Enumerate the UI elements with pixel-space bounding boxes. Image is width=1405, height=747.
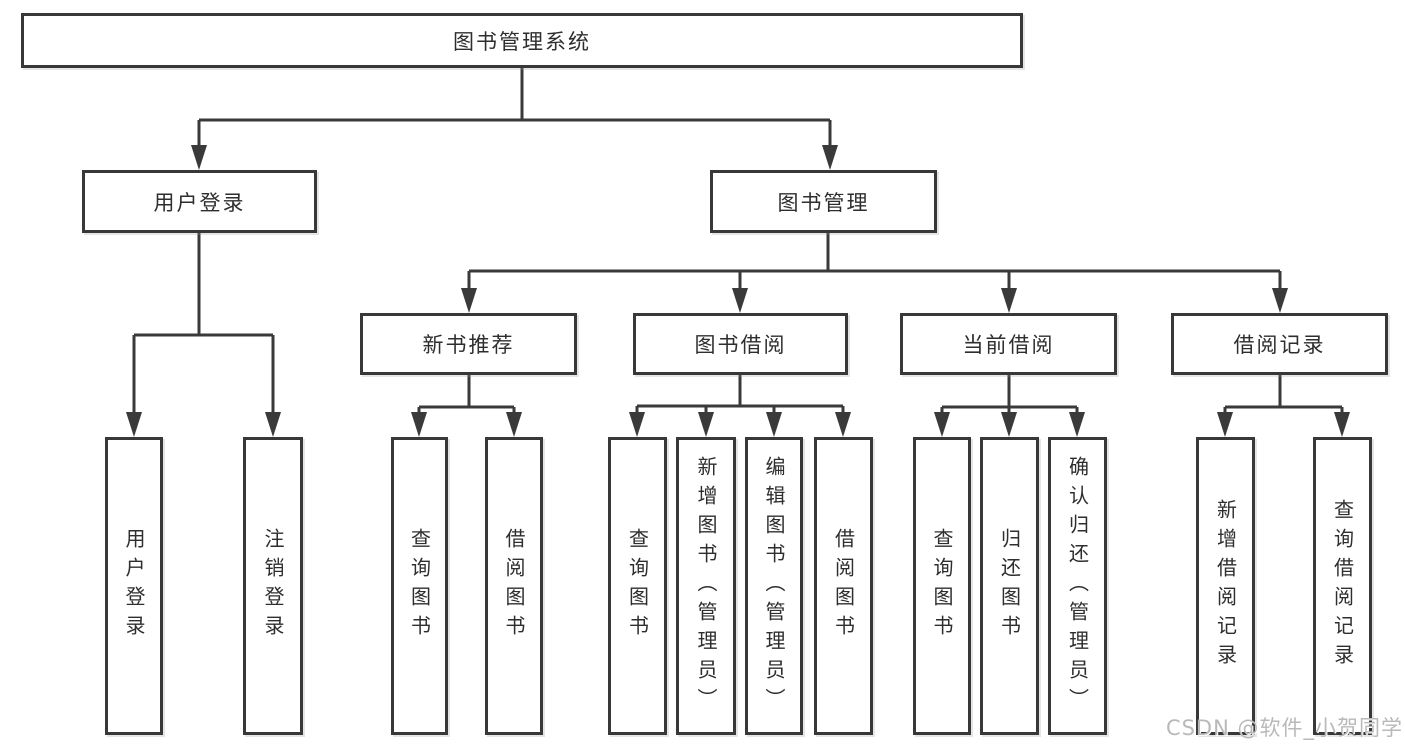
leaf-query-books-recommend: 查询图书	[391, 437, 448, 735]
leaf-add-books-admin: 新增图书（管理员）	[676, 437, 736, 735]
leaf-query-books-current: 查询图书	[913, 437, 971, 735]
node-new-book-recommendation: 新书推荐	[360, 313, 577, 375]
leaf-edit-books-admin: 编辑图书（管理员）	[745, 437, 803, 735]
connector-records-to-leaves	[1223, 375, 1344, 415]
node-borrowing-records: 借阅记录	[1171, 313, 1388, 375]
arrowhead-icon	[766, 412, 782, 437]
arrowhead-icon	[1334, 412, 1350, 437]
arrowhead-icon	[191, 145, 207, 170]
arrowhead-icon	[822, 145, 838, 170]
connector-root-to-level2	[197, 68, 832, 148]
leaf-logout: 注销登录	[243, 437, 303, 735]
leaf-borrow-books: 借阅图书	[814, 437, 873, 735]
arrowhead-icon	[1217, 412, 1233, 437]
arrowhead-icon	[1272, 288, 1288, 313]
csdn-watermark: CSDN @软件_小贺同学	[1165, 716, 1403, 740]
connector-userlogin-to-leaves	[132, 233, 275, 415]
arrowhead-icon	[461, 288, 477, 313]
arrowhead-icon	[126, 412, 142, 437]
arrowhead-icon	[629, 412, 645, 437]
arrowhead-icon	[1069, 412, 1085, 437]
node-root-system: 图书管理系统	[21, 13, 1023, 68]
arrowhead-icon	[506, 412, 522, 437]
node-user-login: 用户登录	[82, 170, 317, 233]
leaf-query-borrow-record: 查询借阅记录	[1313, 437, 1372, 735]
connector-bookmgmt-to-level3	[467, 233, 1282, 291]
connector-current-to-leaves	[940, 375, 1079, 415]
leaf-query-books-borrow: 查询图书	[608, 437, 667, 735]
arrowhead-icon	[698, 412, 714, 437]
arrowhead-icon	[835, 412, 851, 437]
node-book-borrowing: 图书借阅	[633, 313, 848, 375]
arrowhead-icon	[934, 412, 950, 437]
arrowhead-icon	[732, 288, 748, 313]
arrowhead-icon	[1001, 288, 1017, 313]
connector-borrow-to-leaves	[635, 375, 845, 415]
node-current-borrowing: 当前借阅	[900, 313, 1117, 375]
leaf-confirm-return-admin: 确认归还（管理员）	[1048, 437, 1107, 735]
arrowhead-icon	[411, 412, 427, 437]
connector-newbook-to-leaves	[417, 375, 516, 415]
arrowhead-icon	[1001, 412, 1017, 437]
leaf-return-books: 归还图书	[980, 437, 1039, 735]
leaf-borrow-books-recommend: 借阅图书	[485, 437, 543, 735]
arrowhead-icon	[265, 412, 281, 437]
leaf-add-borrow-record: 新增借阅记录	[1196, 437, 1255, 735]
node-book-management: 图书管理	[710, 170, 937, 233]
leaf-user-login: 用户登录	[105, 437, 163, 735]
